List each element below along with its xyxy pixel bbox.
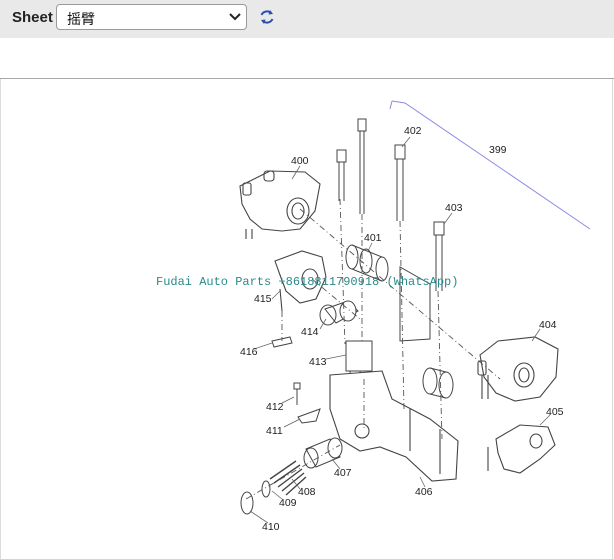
sheet-select[interactable]: 摇臂 xyxy=(56,4,247,30)
callout-400: 400 xyxy=(291,155,309,167)
plate-411 xyxy=(297,408,321,424)
callout-399: 399 xyxy=(489,144,507,156)
callout-410: 410 xyxy=(262,521,280,533)
rocker-arm-400 xyxy=(239,170,321,239)
callout-411: 411 xyxy=(266,425,283,437)
bolt-403 xyxy=(433,221,445,291)
screw-412 xyxy=(293,382,301,405)
refresh-icon[interactable] xyxy=(258,8,276,26)
bolt-402-a xyxy=(357,118,367,214)
washer-409 xyxy=(261,480,271,498)
callout-406: 406 xyxy=(415,486,433,498)
toolbar: Sheet 摇臂 xyxy=(0,0,614,38)
rocker-arm-415 xyxy=(274,250,327,312)
watermark-text: Fudai Auto Parts +8618811790918 (WhatsAp… xyxy=(156,275,458,289)
support-413 xyxy=(345,340,373,392)
group-bracket-399 xyxy=(391,100,591,230)
clip-410 xyxy=(240,491,254,515)
callout-402: 402 xyxy=(404,125,422,137)
chevron-down-icon xyxy=(229,13,241,21)
bolt-402-b xyxy=(394,144,406,221)
callout-403: 403 xyxy=(445,202,463,214)
callout-404: 404 xyxy=(539,319,557,331)
callout-413: 413 xyxy=(309,356,327,368)
diagram-frame xyxy=(0,79,613,559)
pin-416 xyxy=(271,336,293,348)
exploded-parts-diagram: 399 400 401 402 403 404 405 406 407 408 … xyxy=(156,100,591,533)
callout-408: 408 xyxy=(298,486,316,498)
callout-416: 416 xyxy=(240,346,258,358)
callout-407: 407 xyxy=(334,467,352,479)
bushing-middle xyxy=(422,367,454,399)
sheet-label: Sheet xyxy=(12,9,53,26)
bolt-402-c xyxy=(336,149,347,201)
callout-405: 405 xyxy=(546,406,564,418)
callout-401: 401 xyxy=(364,232,382,244)
sheet-select-value: 摇臂 xyxy=(67,12,95,28)
bracket-406 xyxy=(329,370,459,482)
callout-414: 414 xyxy=(301,326,319,338)
shaft-bushing-401 xyxy=(345,244,431,342)
sleeve-407 xyxy=(303,437,343,469)
rocker-arm-404 xyxy=(477,336,559,402)
callout-415: 415 xyxy=(254,293,272,305)
callout-412: 412 xyxy=(266,401,284,413)
spring-408 xyxy=(269,460,307,496)
rocker-arm-405 xyxy=(487,424,556,474)
header-divider xyxy=(0,78,614,79)
callout-409: 409 xyxy=(279,497,297,509)
